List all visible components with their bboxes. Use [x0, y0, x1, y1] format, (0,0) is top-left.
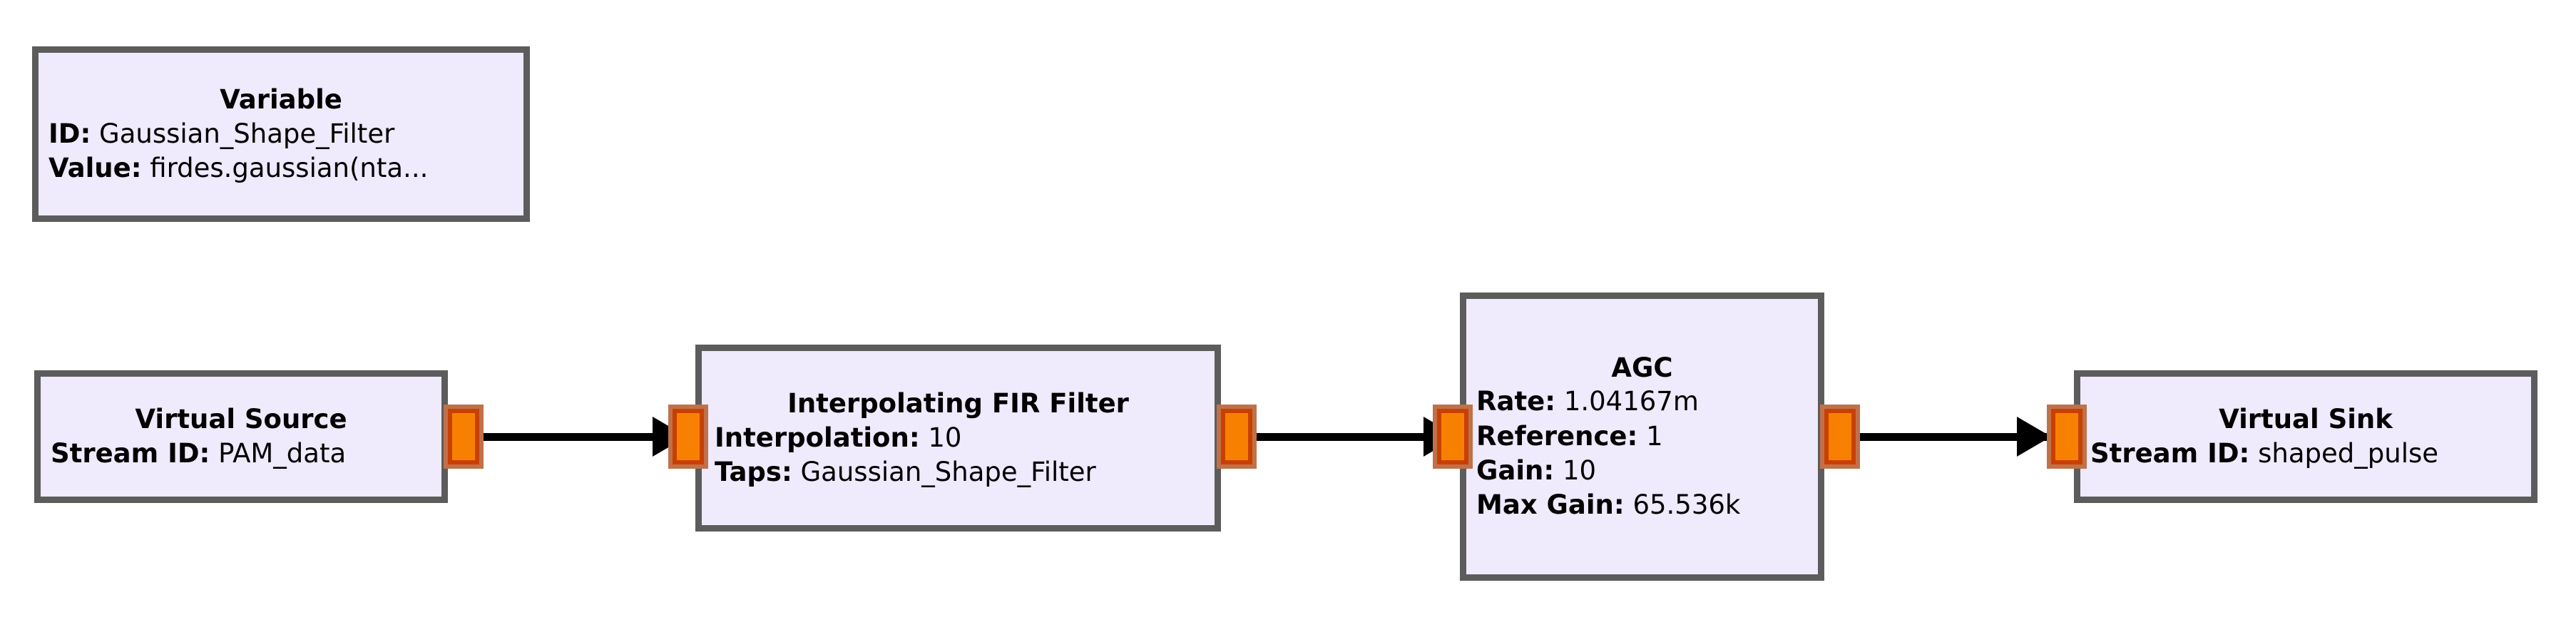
- connection-fir-to-agc[interactable]: [1245, 433, 1462, 441]
- block-interpolating-fir-filter[interactable]: Interpolating FIR Filter Interpolation: …: [695, 345, 1221, 532]
- fir-filter-output-port[interactable]: [1217, 405, 1257, 469]
- param-key: Reference:: [1476, 420, 1638, 452]
- param-key: Interpolation:: [715, 422, 920, 453]
- block-param-stream-id: Stream ID: PAM_data: [41, 437, 441, 471]
- block-param-max-gain: Max Gain: 65.536k: [1466, 488, 1818, 522]
- agc-output-port[interactable]: [1820, 405, 1860, 469]
- block-param-taps: Taps: Gaussian_Shape_Filter: [702, 455, 1215, 489]
- block-param-value: Value: firdes.gaussian(nta...: [39, 151, 523, 186]
- param-key: Taps:: [715, 456, 792, 487]
- block-param-reference: Reference: 1: [1466, 420, 1818, 454]
- param-value: firdes.gaussian(nta...: [150, 152, 429, 183]
- block-variable[interactable]: Variable ID: Gaussian_Shape_Filter Value…: [32, 46, 530, 222]
- param-value: 10: [1562, 454, 1597, 486]
- param-key: Value:: [48, 152, 142, 183]
- param-value: PAM_data: [218, 437, 347, 469]
- connection-agc-to-sink-arrow: [2017, 417, 2051, 457]
- virtual-sink-input-port[interactable]: [2047, 405, 2087, 469]
- block-param-stream-id: Stream ID: shaped_pulse: [2080, 437, 2531, 471]
- param-value: 1: [1646, 420, 1663, 452]
- block-param-rate: Rate: 1.04167m: [1466, 385, 1818, 419]
- virtual-source-output-port[interactable]: [444, 405, 484, 469]
- param-key: Stream ID:: [2090, 437, 2250, 469]
- block-title: AGC: [1611, 352, 1673, 384]
- param-key: ID:: [48, 118, 91, 149]
- param-key: Stream ID:: [51, 437, 210, 469]
- param-value: 65.536k: [1632, 489, 1741, 520]
- connection-source-to-fir[interactable]: [475, 433, 692, 441]
- block-param-gain: Gain: 10: [1466, 454, 1818, 488]
- param-value: 10: [928, 422, 962, 453]
- block-virtual-sink[interactable]: Virtual Sink Stream ID: shaped_pulse: [2074, 370, 2537, 503]
- param-key: Rate:: [1476, 386, 1556, 417]
- block-agc[interactable]: AGC Rate: 1.04167m Reference: 1 Gain: 10…: [1460, 293, 1824, 581]
- param-key: Max Gain:: [1476, 489, 1625, 520]
- block-title: Interpolating FIR Filter: [787, 388, 1129, 420]
- fir-filter-input-port[interactable]: [668, 405, 708, 469]
- param-value: Gaussian_Shape_Filter: [99, 118, 395, 149]
- agc-input-port[interactable]: [1433, 405, 1473, 469]
- param-value: shaped_pulse: [2258, 437, 2439, 469]
- param-key: Gain:: [1476, 454, 1555, 486]
- block-title: Variable: [220, 84, 342, 116]
- block-param-interpolation: Interpolation: 10: [702, 421, 1215, 455]
- param-value: 1.04167m: [1563, 386, 1699, 417]
- block-virtual-source[interactable]: Virtual Source Stream ID: PAM_data: [34, 370, 448, 503]
- block-title: Virtual Sink: [2219, 404, 2393, 435]
- param-value: Gaussian_Shape_Filter: [800, 456, 1096, 487]
- block-title: Virtual Source: [135, 404, 347, 435]
- block-param-id: ID: Gaussian_Shape_Filter: [39, 117, 523, 151]
- connection-agc-to-sink[interactable]: [1849, 433, 2055, 441]
